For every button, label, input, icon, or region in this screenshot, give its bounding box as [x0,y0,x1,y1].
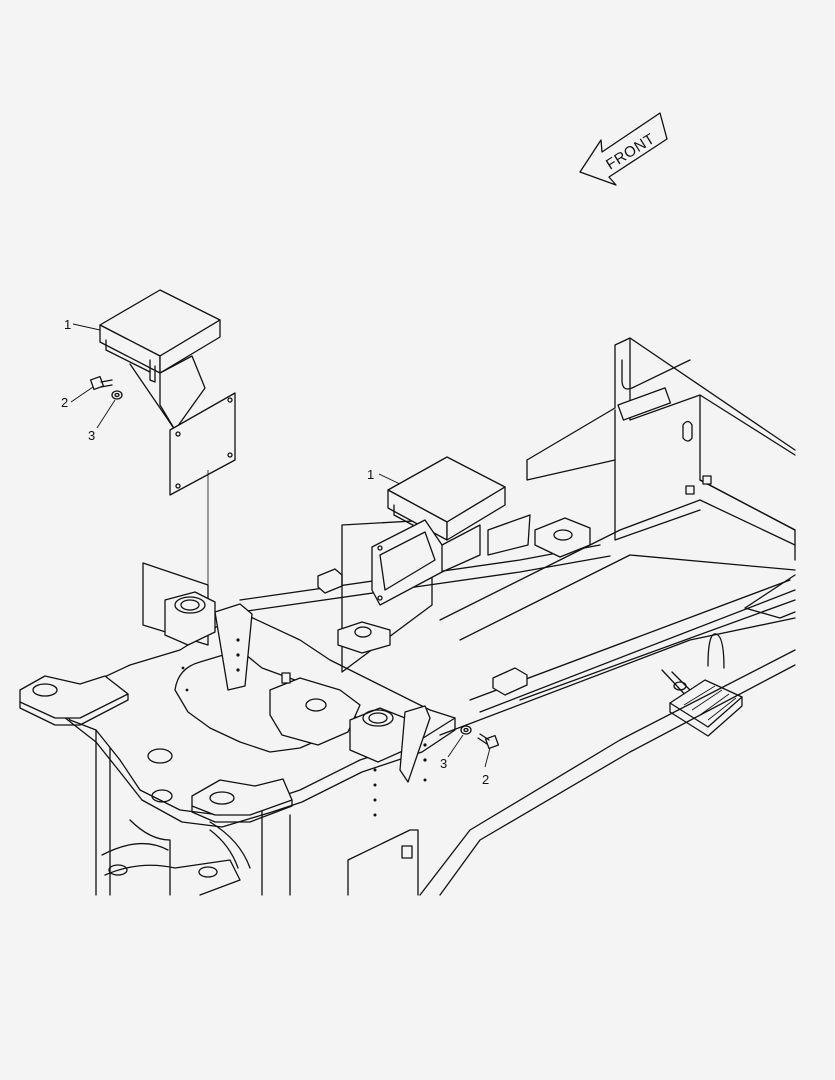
lower-body [95,649,796,896]
upper-frame [239,337,796,859]
part-1-center-mount [371,456,506,606]
front-direction-arrow: FRONT [579,112,668,186]
swing-frame [19,611,456,828]
bolt-2-right [477,733,500,750]
callout-1-left: 1 [64,317,71,332]
callout-3-left: 3 [88,428,95,443]
washer-3-left [111,390,123,400]
washer-3-right [460,725,472,735]
step-assembly [661,633,743,737]
part-1-left-mount [99,289,236,595]
bolt-2-left [89,375,113,391]
callout-3-right: 3 [440,756,447,771]
left-support [142,562,253,692]
callout-1-center: 1 [367,467,374,482]
callout-2-right: 2 [482,772,489,787]
center-support [337,519,433,817]
callout-2-left: 2 [61,395,68,410]
